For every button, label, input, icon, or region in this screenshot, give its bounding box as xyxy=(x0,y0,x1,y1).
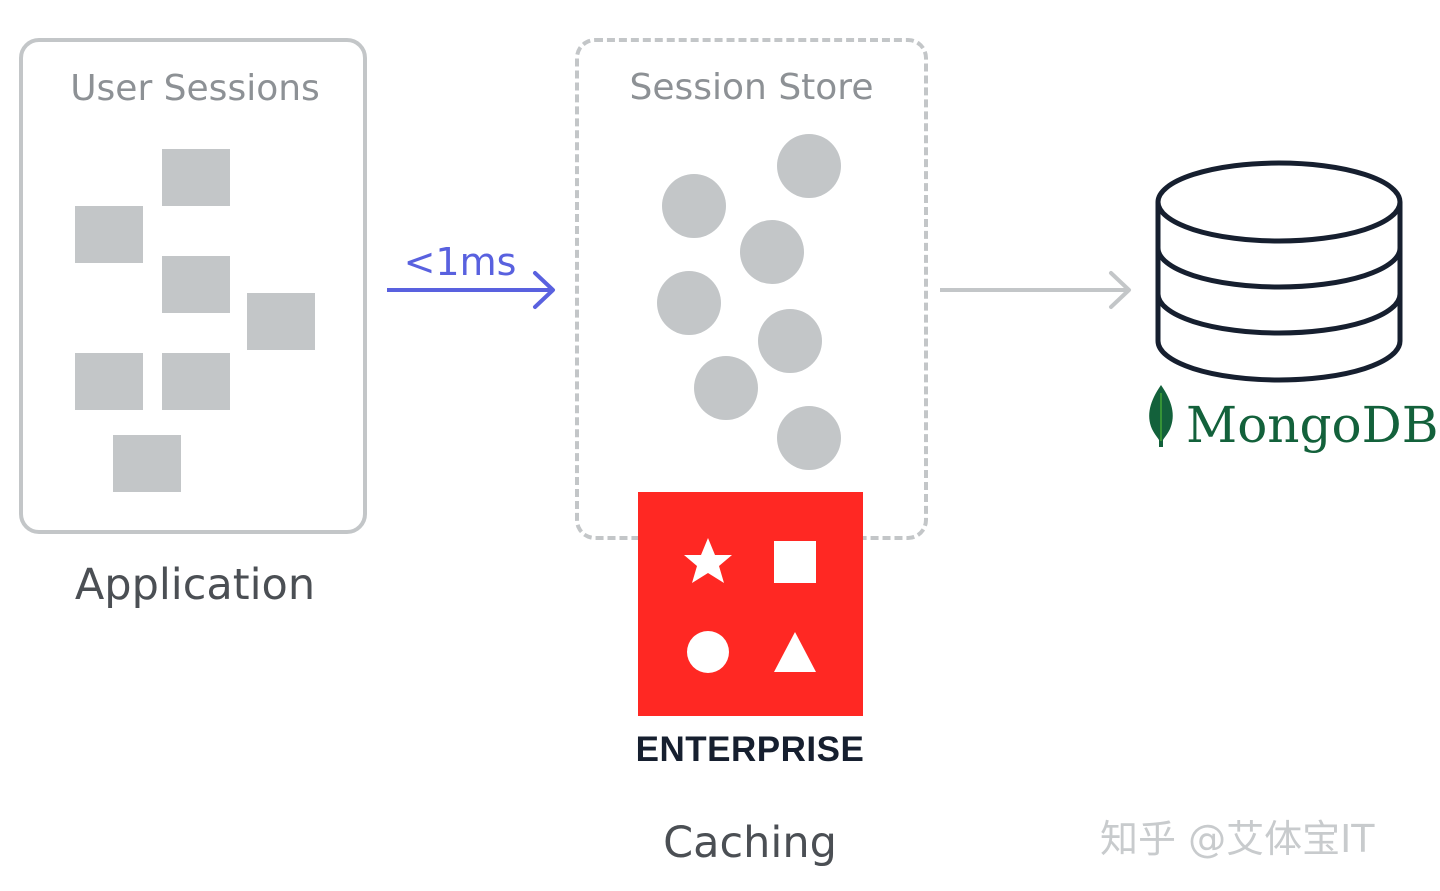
watermark: 知乎 @艾体宝IT xyxy=(1100,817,1375,861)
session-dot xyxy=(758,309,822,373)
session-dot xyxy=(777,406,841,470)
session-dot xyxy=(777,134,841,198)
user-sessions-title: User Sessions xyxy=(70,68,320,109)
session-block xyxy=(75,353,143,410)
application-box xyxy=(19,38,367,534)
latency-label: <1ms xyxy=(403,240,517,284)
registered-mark: . xyxy=(1438,426,1440,447)
session-block xyxy=(247,293,315,350)
session-block xyxy=(162,149,230,206)
session-dot xyxy=(740,220,804,284)
session-store-title: Session Store xyxy=(629,67,874,108)
application-label: Application xyxy=(74,560,316,610)
star-icon xyxy=(684,538,732,583)
session-block xyxy=(113,435,181,492)
caching-label: Caching xyxy=(663,818,837,868)
session-block xyxy=(75,206,143,263)
session-dot xyxy=(694,356,758,420)
session-block xyxy=(162,353,230,410)
session-dot xyxy=(662,174,726,238)
session-dot xyxy=(657,271,721,335)
circle-icon xyxy=(687,631,729,673)
mongodb-leaf-icon xyxy=(1149,385,1173,447)
mongodb-wordmark: MongoDB. xyxy=(1186,396,1440,454)
triangle-icon xyxy=(774,632,816,672)
enterprise-label: ENTERPRISE xyxy=(635,730,865,769)
square-icon xyxy=(774,541,816,583)
redis-enterprise-logo xyxy=(638,492,863,716)
session-block xyxy=(162,256,230,313)
